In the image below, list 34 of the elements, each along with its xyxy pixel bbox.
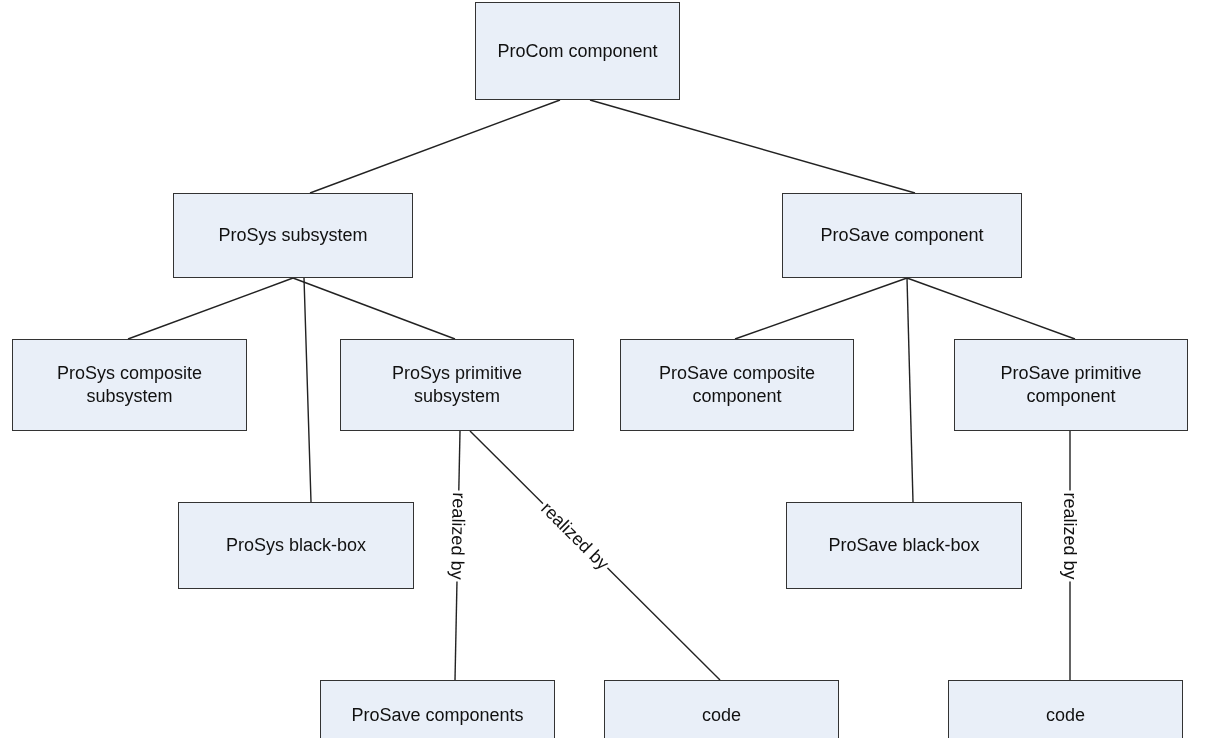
component-box [173, 193, 413, 278]
connector-line [309, 99, 561, 194]
component-box [620, 339, 854, 431]
component-box [178, 502, 414, 589]
box-label: ProSys primitive subsystem [391, 362, 523, 408]
box-label: ProSave component [820, 224, 984, 247]
box-label: ProSys black-box [225, 534, 367, 557]
component-box [320, 680, 555, 738]
component-box [786, 502, 1022, 589]
box-label: ProSave black-box [828, 534, 980, 557]
connector-line [906, 277, 914, 503]
component-box [604, 680, 839, 738]
component-box [948, 680, 1183, 738]
box-label: ProSave composite component [657, 362, 817, 408]
box-label: code [701, 703, 741, 727]
box-label: ProSys composite subsystem [55, 362, 204, 408]
box-label: code [1045, 703, 1085, 727]
connector-line [734, 277, 908, 340]
component-box [782, 193, 1022, 278]
connector-line [303, 277, 312, 503]
component-box [12, 339, 247, 431]
box-label: ProSys subsystem [218, 224, 368, 247]
connector-line [589, 99, 916, 194]
box-label: ProCom component [497, 39, 658, 63]
edge-label: realized by [447, 489, 469, 582]
box-label: ProSave components [351, 703, 524, 727]
connector-line [127, 277, 294, 340]
component-box [475, 2, 680, 100]
component-box [340, 339, 574, 431]
component-box [954, 339, 1188, 431]
connector-line [906, 277, 1076, 340]
box-label: ProSave primitive component [999, 362, 1143, 408]
edge-label: realized by [1060, 490, 1080, 582]
connector-line [292, 277, 456, 340]
